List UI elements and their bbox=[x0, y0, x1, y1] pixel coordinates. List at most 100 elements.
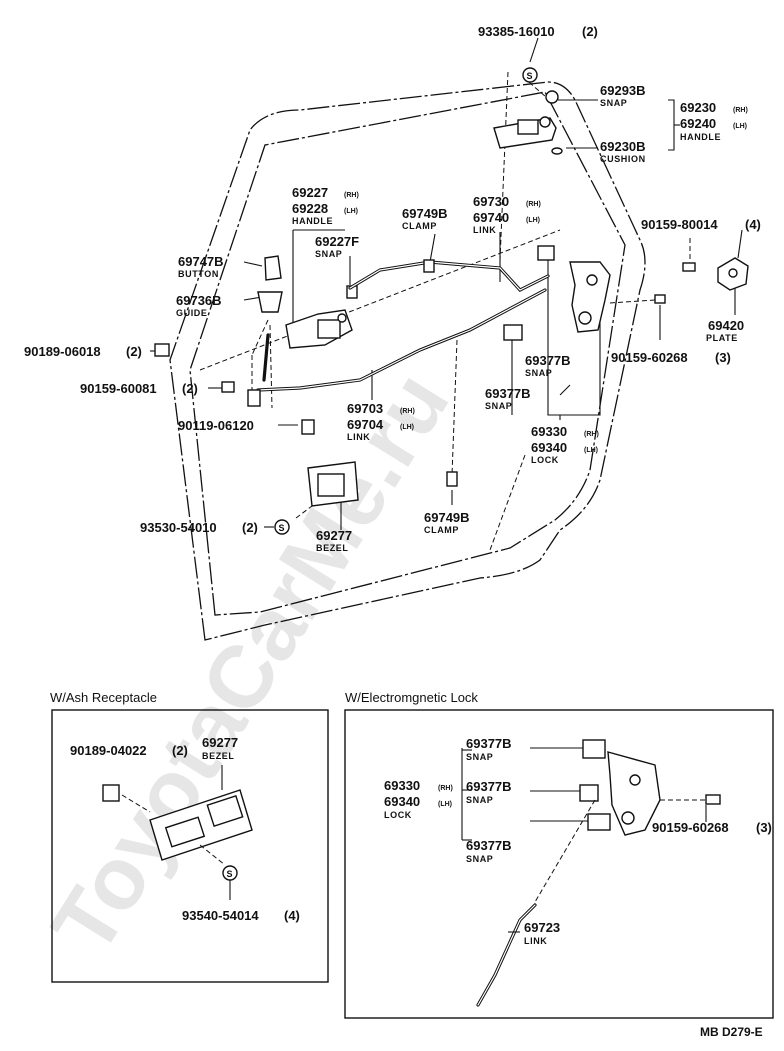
svg-text:BEZEL: BEZEL bbox=[202, 751, 235, 761]
svg-text:69730: 69730 bbox=[473, 194, 509, 209]
svg-text:69747B: 69747B bbox=[178, 254, 224, 269]
label-69736B: 69736B GUIDE bbox=[176, 293, 222, 318]
svg-text:69420: 69420 bbox=[708, 318, 744, 333]
svg-text:69377B: 69377B bbox=[525, 353, 571, 368]
label-69377B-a: 69377B SNAP bbox=[525, 353, 571, 378]
svg-text:SNAP: SNAP bbox=[315, 249, 342, 259]
label-90189-04022: 90189-04022 (2) bbox=[70, 743, 188, 758]
label-90159-60268: 90159-60268 (3) bbox=[611, 350, 731, 365]
svg-text:69227: 69227 bbox=[292, 185, 328, 200]
label-93540: 93540-54014 (4) bbox=[182, 908, 300, 923]
svg-text:(LH): (LH) bbox=[526, 217, 540, 224]
svg-text:69293B: 69293B bbox=[600, 83, 646, 98]
svg-text:(RH): (RH) bbox=[400, 408, 415, 415]
ash-box-frame bbox=[51, 709, 329, 983]
svg-text:CLAMP: CLAMP bbox=[402, 221, 437, 231]
svg-text:(RH): (RH) bbox=[344, 192, 359, 199]
svg-text:(2): (2) bbox=[582, 24, 598, 39]
svg-text:(LH): (LH) bbox=[733, 123, 747, 130]
clamp-bottom bbox=[446, 471, 458, 487]
svg-text:69704: 69704 bbox=[347, 417, 384, 432]
label-elec-69377B-1: 69377B SNAP bbox=[466, 736, 512, 762]
svg-text:HANDLE: HANDLE bbox=[292, 216, 333, 226]
svg-text:90159-60081: 90159-60081 bbox=[80, 381, 157, 396]
bezel-main bbox=[307, 461, 359, 507]
svg-text:(RH): (RH) bbox=[526, 201, 541, 208]
lock-button bbox=[264, 255, 282, 281]
outside-handle-assembly bbox=[493, 90, 563, 155]
svg-text:(4): (4) bbox=[745, 217, 761, 232]
screw-symbol-top: S bbox=[522, 67, 538, 83]
svg-text:(LH): (LH) bbox=[438, 801, 452, 808]
svg-text:(3): (3) bbox=[756, 820, 772, 835]
svg-text:HANDLE: HANDLE bbox=[680, 132, 721, 142]
label-69330-69340: 69330 (RH) 69340 (LH) LOCK bbox=[531, 424, 599, 465]
label-69730-69740: 69730 (RH) 69740 (LH) LINK bbox=[473, 194, 541, 235]
svg-text:LOCK: LOCK bbox=[531, 455, 559, 465]
screw-symbol-bezel: S bbox=[274, 519, 290, 535]
svg-text:(2): (2) bbox=[172, 743, 188, 758]
svg-text:CLAMP: CLAMP bbox=[424, 525, 459, 535]
svg-text:LOCK: LOCK bbox=[384, 810, 412, 820]
label-69703-69704: 69703 (RH) 69704 (LH) LINK bbox=[347, 401, 415, 442]
svg-text:SNAP: SNAP bbox=[485, 401, 512, 411]
svg-text:(2): (2) bbox=[126, 344, 142, 359]
svg-text:90159-60268: 90159-60268 bbox=[611, 350, 688, 365]
svg-text:GUIDE: GUIDE bbox=[176, 308, 208, 318]
svg-text:69749B: 69749B bbox=[402, 206, 448, 221]
label-69747B: 69747B BUTTON bbox=[178, 254, 224, 279]
label-69230B: 69230B CUSHION bbox=[600, 139, 646, 164]
label-90189-06018: 90189-06018 (2) bbox=[24, 344, 142, 359]
svg-text:69330: 69330 bbox=[384, 778, 420, 793]
svg-text:69230B: 69230B bbox=[600, 139, 646, 154]
label-elec-69377B-2: 69377B SNAP bbox=[466, 779, 512, 805]
svg-text:69723: 69723 bbox=[524, 920, 560, 935]
svg-text:(RH): (RH) bbox=[733, 107, 748, 114]
svg-text:(LH): (LH) bbox=[400, 424, 414, 431]
svg-text:69749B: 69749B bbox=[424, 510, 470, 525]
svg-text:90189-06018: 90189-06018 bbox=[24, 344, 101, 359]
svg-text:PLATE: PLATE bbox=[706, 333, 738, 343]
svg-text:93530-54010: 93530-54010 bbox=[140, 520, 217, 535]
svg-text:69330: 69330 bbox=[531, 424, 567, 439]
svg-text:69228: 69228 bbox=[292, 201, 328, 216]
svg-text:69227F: 69227F bbox=[315, 234, 359, 249]
svg-text:S: S bbox=[279, 523, 285, 533]
svg-text:SNAP: SNAP bbox=[466, 752, 493, 762]
svg-text:69340: 69340 bbox=[531, 440, 567, 455]
svg-text:LINK: LINK bbox=[473, 225, 496, 235]
label-ash-69277: 69277 BEZEL bbox=[202, 735, 238, 761]
lock-assembly bbox=[503, 245, 611, 341]
svg-text:(LH): (LH) bbox=[584, 447, 598, 454]
svg-text:S: S bbox=[527, 71, 533, 81]
striker-plate bbox=[682, 257, 749, 291]
elec-box-title: W/Electromgnetic Lock bbox=[345, 690, 478, 705]
button-guide bbox=[257, 291, 283, 313]
door-outline bbox=[169, 81, 646, 641]
svg-text:90159-60268: 90159-60268 bbox=[652, 820, 729, 835]
svg-text:69340: 69340 bbox=[384, 794, 420, 809]
svg-text:(2): (2) bbox=[182, 381, 198, 396]
label-elec-69723: 69723 LINK bbox=[524, 920, 560, 946]
label-elec-69330-69340: 69330 (RH) 69340 (LH) LOCK bbox=[384, 778, 453, 820]
figure-code: MB D279-E bbox=[700, 1025, 763, 1039]
svg-text:69703: 69703 bbox=[347, 401, 383, 416]
svg-text:69240: 69240 bbox=[680, 116, 716, 131]
svg-text:SNAP: SNAP bbox=[525, 368, 552, 378]
ash-box-drawing: S bbox=[102, 765, 253, 900]
inside-handle-assembly bbox=[285, 285, 358, 349]
svg-text:69377B: 69377B bbox=[466, 838, 512, 853]
elec-box-drawing bbox=[461, 739, 721, 1007]
svg-text:(RH): (RH) bbox=[584, 431, 599, 438]
svg-text:SNAP: SNAP bbox=[466, 854, 493, 864]
label-69749B-bottom: 69749B CLAMP bbox=[424, 510, 470, 535]
svg-text:LINK: LINK bbox=[347, 432, 370, 442]
svg-text:LINK: LINK bbox=[524, 936, 547, 946]
label-93530: 93530-54010 (2) bbox=[140, 520, 258, 535]
svg-text:S: S bbox=[227, 869, 233, 879]
svg-text:90119-06120: 90119-06120 bbox=[178, 418, 254, 433]
label-90159-60081: 90159-60081 (2) bbox=[80, 381, 198, 396]
svg-text:(3): (3) bbox=[715, 350, 731, 365]
svg-text:93540-54014: 93540-54014 bbox=[182, 908, 259, 923]
